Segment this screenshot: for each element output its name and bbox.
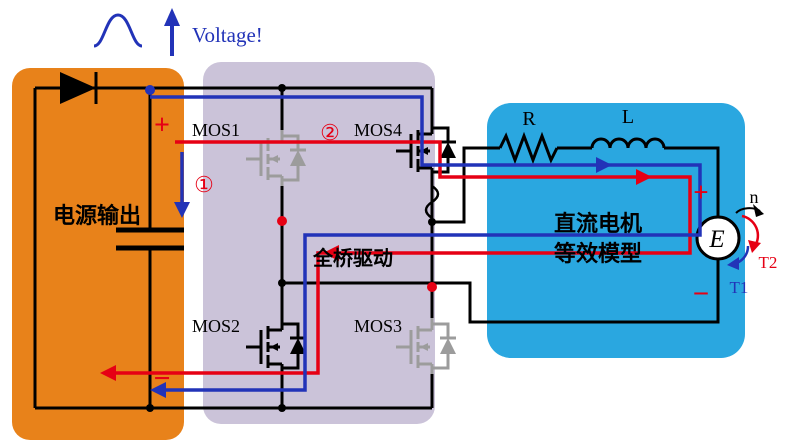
torque-label-t2: T2 — [759, 253, 778, 272]
power-positive-label: + — [154, 110, 170, 141]
torque-arrow-t1-icon — [727, 245, 750, 270]
blue-current-arrows — [145, 85, 612, 398]
rotation-arrow-icon — [735, 204, 764, 217]
voltage-arrow-icon — [164, 8, 180, 56]
torque-arrow-t2-icon — [741, 214, 761, 253]
power-negative-label: − — [153, 362, 170, 395]
bridge-block-label: 全桥驱动 — [312, 246, 393, 270]
inductor-icon — [590, 137, 666, 149]
motor-positive-label: + — [693, 177, 708, 207]
power-block-label: 电源输出 — [53, 203, 141, 229]
capacitor-icon — [116, 227, 184, 251]
resistor-icon — [498, 131, 559, 165]
blue-current-path — [150, 95, 702, 392]
mos3-label: MOS3 — [354, 316, 402, 336]
mos4-label: MOS4 — [354, 120, 402, 140]
motor-block-label-line2: 等效模型 — [554, 241, 642, 267]
torque-label-t1: T1 — [730, 278, 749, 297]
power-supply-block — [12, 68, 184, 440]
mos1-label: MOS1 — [192, 120, 240, 140]
inductor-label: L — [622, 106, 634, 128]
voltage-pulse-icon — [93, 13, 143, 48]
mos2-label: MOS2 — [192, 316, 240, 336]
resistor-label: R — [522, 108, 536, 130]
motor-negative-label: − — [693, 278, 710, 310]
diode-icon — [60, 72, 98, 104]
path-marker-1: ① — [194, 172, 214, 197]
speed-label: n — [750, 187, 759, 207]
red-current-path — [108, 140, 692, 375]
path-marker-2: ② — [320, 120, 340, 145]
motor-emf-icon: E — [695, 215, 741, 261]
red-current-arrows — [100, 169, 652, 381]
motor-block-label-line1: 直流电机 — [554, 211, 642, 237]
voltage-label: Voltage! — [192, 23, 263, 47]
emf-label: E — [708, 226, 724, 253]
circuit-wires — [33, 86, 720, 410]
junction-dots — [146, 84, 436, 412]
